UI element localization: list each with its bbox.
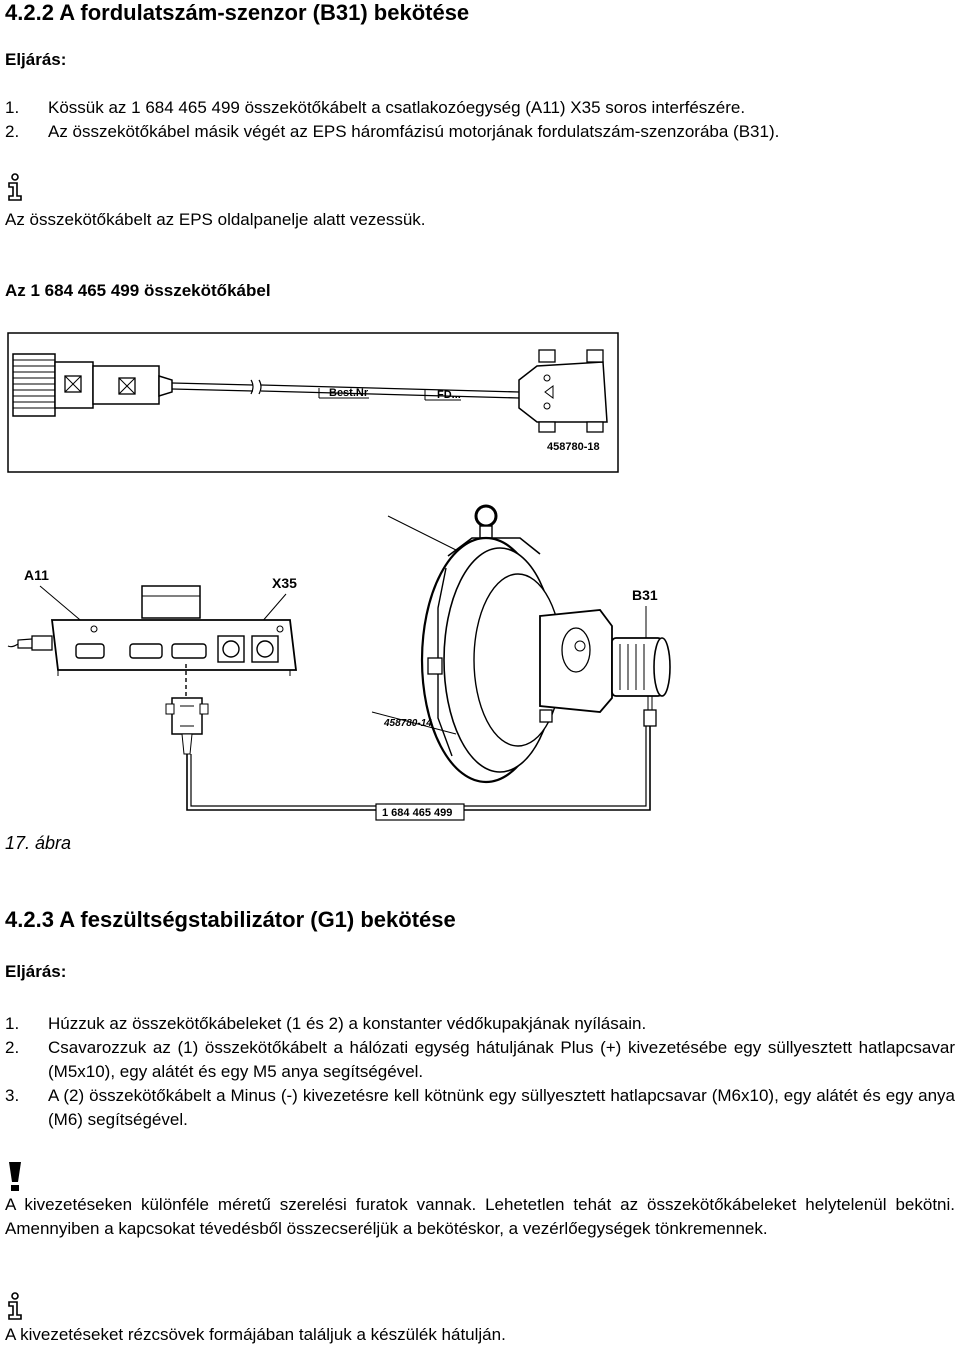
list-text: Kössük az 1 684 465 499 összekötőkábelt … bbox=[48, 98, 746, 117]
cable-number: 1 684 465 499 bbox=[382, 807, 452, 819]
list-number: 1. bbox=[5, 1014, 20, 1033]
list-text: A (2) összekötőkábelt a Minus (-) kiveze… bbox=[48, 1086, 955, 1129]
procedure-label: Eljárás: bbox=[5, 50, 67, 69]
list-item: 1. Kössük az 1 684 465 499 összekötőkábe… bbox=[5, 96, 955, 120]
list-text: Csavarozzuk az (1) összekötőkábelt a hál… bbox=[48, 1038, 955, 1081]
list-number: 3. bbox=[5, 1086, 20, 1105]
cable-title: Az 1 684 465 499 összekötőkábel bbox=[5, 281, 271, 300]
list-item: 2. Csavarozzuk az (1) összekötőkábelt a … bbox=[5, 1036, 955, 1084]
label-fd: FD... bbox=[437, 389, 461, 401]
list-number: 2. bbox=[5, 1038, 20, 1057]
section-heading-423: 4.2.3 A feszültségstabilizátor (G1) bekö… bbox=[5, 907, 456, 932]
note-text-2: A kivezetéseket rézcsövek formájában tal… bbox=[5, 1325, 506, 1344]
note-text: Az összekötőkábelt az EPS oldalpanelje a… bbox=[5, 210, 426, 229]
list-item: 3. A (2) összekötőkábelt a Minus (-) kiv… bbox=[5, 1084, 955, 1132]
list-item: 2. Az összekötőkábel másik végét az EPS … bbox=[5, 120, 955, 144]
label-best-nr: Best.Nr bbox=[329, 387, 369, 399]
label-b31: B31 bbox=[632, 587, 658, 603]
list-number: 2. bbox=[5, 122, 20, 141]
list-text: Az összekötőkábel másik végét az EPS hár… bbox=[48, 122, 780, 141]
procedure-label-2: Eljárás: bbox=[5, 962, 67, 981]
label-a11: A11 bbox=[24, 567, 49, 583]
wiring-figure: A11 X35 B31 bbox=[0, 498, 700, 833]
info-icon bbox=[6, 1292, 24, 1325]
section-heading-422: 4.2.2 A fordulatszám-szenzor (B31) beköt… bbox=[5, 0, 470, 25]
cable-figure: Best.Nr FD... 458780-18 bbox=[7, 332, 619, 479]
list-text: Húzzuk az összekötőkábeleket (1 és 2) a … bbox=[48, 1014, 647, 1033]
list-number: 1. bbox=[5, 98, 20, 117]
part-number-motor: 458780-14 bbox=[383, 718, 432, 729]
exclamation-icon bbox=[6, 1160, 24, 1197]
label-x35: X35 bbox=[272, 575, 297, 591]
part-number-cable: 458780-18 bbox=[547, 441, 600, 453]
info-icon bbox=[6, 173, 24, 206]
warning-text: A kivezetéseken különféle méretű szerelé… bbox=[5, 1195, 955, 1238]
figure-caption: 17. ábra bbox=[5, 833, 72, 853]
list-item: 1. Húzzuk az összekötőkábeleket (1 és 2)… bbox=[5, 1012, 955, 1036]
